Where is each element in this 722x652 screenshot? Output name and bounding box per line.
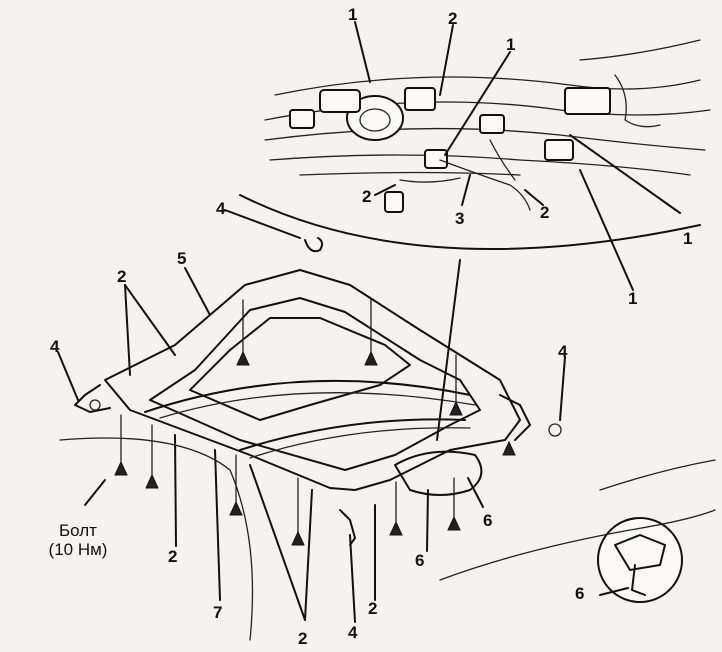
callout-1: 1 — [506, 35, 516, 54]
callout-7: 7 — [213, 603, 223, 622]
callout-1: 1 — [628, 289, 638, 308]
callout-5: 5 — [177, 249, 187, 268]
callout-6: 6 — [483, 511, 493, 530]
callout-6: 6 — [575, 584, 585, 603]
bolt-caption-line2: (10 Нм) — [48, 539, 108, 559]
callout-2: 2 — [168, 547, 178, 566]
callout-6: 6 — [415, 551, 425, 570]
leader-lines — [57, 21, 681, 623]
callout-4: 4 — [216, 199, 226, 218]
callout-2: 2 — [368, 599, 378, 618]
fastener-markers — [114, 299, 516, 546]
callout-1: 1 — [683, 229, 693, 248]
inset-detail-clip — [597, 517, 683, 603]
roof-frame — [74, 237, 562, 546]
connector-block — [564, 87, 611, 115]
callout-2: 2 — [298, 629, 308, 648]
callout-2: 2 — [540, 203, 550, 222]
callout-2: 2 — [448, 9, 458, 28]
callout-2: 2 — [362, 187, 372, 206]
callout-4: 4 — [50, 337, 60, 356]
callout-4: 4 — [558, 342, 568, 361]
detail-view-harness — [239, 39, 711, 250]
bolt-torque-caption: Болт (10 Нм) — [28, 521, 128, 559]
callout-3: 3 — [455, 209, 465, 228]
callout-4: 4 — [348, 623, 358, 642]
callout-1: 1 — [348, 5, 358, 24]
callout-2: 2 — [117, 267, 127, 286]
bolt-caption-line1: Болт — [59, 521, 97, 540]
